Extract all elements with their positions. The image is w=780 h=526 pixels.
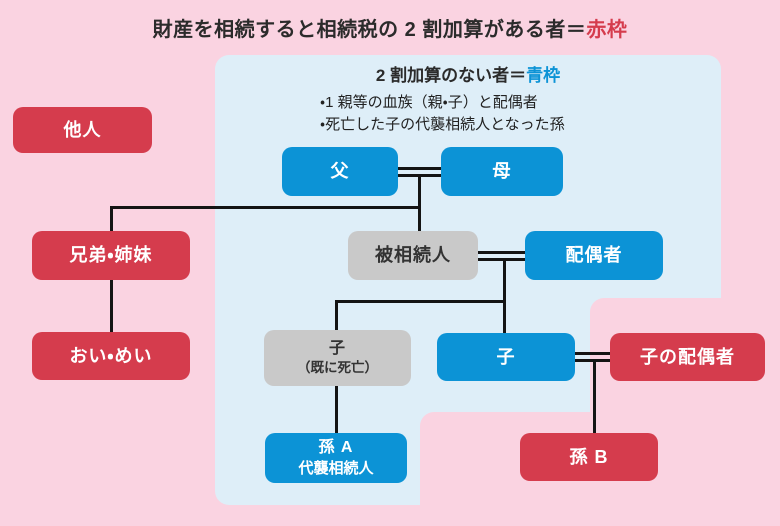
marriage-line-decedent-spouse-top xyxy=(478,251,525,254)
node-spouse: 配偶者 xyxy=(525,231,663,280)
node-father: 父 xyxy=(282,147,398,196)
connector-down-to-siblings xyxy=(110,208,113,232)
marriage-line-child-spouse-bottom xyxy=(575,359,610,362)
node-deceased-child-sublabel: （既に死亡） xyxy=(297,360,378,376)
panel-heading-highlight-blue: 青枠 xyxy=(526,66,561,85)
node-mother: 母 xyxy=(441,147,563,196)
bullet-list: ・1 親等の血族（親・子）と配偶者 ・死亡した子の代襲相続人となった孫 xyxy=(320,92,565,136)
bullet-item: ・死亡した子の代襲相続人となった孫 xyxy=(320,116,565,133)
node-nephews-nieces: おい・めい xyxy=(32,332,190,380)
node-other-person-label: 他人 xyxy=(63,119,102,140)
marriage-line-child-spouse-top xyxy=(575,352,610,355)
node-siblings-label: 兄弟・姉妹 xyxy=(69,245,153,266)
node-siblings: 兄弟・姉妹 xyxy=(32,231,190,280)
node-other-person: 他人 xyxy=(13,107,152,153)
node-child: 子 xyxy=(437,333,575,381)
node-childs-spouse: 子の配偶者 xyxy=(610,333,765,381)
marriage-line-father-mother-bottom xyxy=(398,174,441,177)
connector-decedent-to-children xyxy=(503,261,506,333)
node-deceased-child: 子 （既に死亡） xyxy=(264,330,411,386)
node-grandchild-b: 孫 B xyxy=(520,433,658,481)
connector-parents-to-decedent xyxy=(418,177,421,232)
node-deceased-child-label: 子 xyxy=(328,340,346,358)
page-title-highlight-red: 赤枠 xyxy=(586,19,628,41)
node-grandchild-a-label: 孫 A xyxy=(318,439,354,457)
node-childs-spouse-label: 子の配偶者 xyxy=(640,346,735,367)
node-grandchild-b-label: 孫 B xyxy=(569,446,609,467)
panel-heading-text: 2 割加算のない者＝ xyxy=(375,66,527,85)
marriage-line-decedent-spouse-bottom xyxy=(478,258,525,261)
node-decedent-label: 被相続人 xyxy=(375,245,451,266)
connector-siblings-to-nephews xyxy=(110,280,113,332)
node-grandchild-a-sublabel: 代襲相続人 xyxy=(298,459,374,477)
page-title: 財産を相続すると相続税の 2 割加算がある者＝赤枠 xyxy=(0,13,780,42)
connector-deceased-child-to-grandchild-a xyxy=(335,386,338,433)
connector-siblings-horizontal xyxy=(110,206,421,209)
marriage-line-father-mother-top xyxy=(398,167,441,170)
node-grandchild-a: 孫 A 代襲相続人 xyxy=(265,433,407,483)
connector-down-to-deceased-child xyxy=(335,302,338,330)
node-nephews-nieces-label: おい・めい xyxy=(69,345,153,366)
node-spouse-label: 配偶者 xyxy=(565,245,623,266)
node-child-label: 子 xyxy=(496,346,516,367)
connector-children-horizontal xyxy=(335,300,506,303)
node-father-label: 父 xyxy=(330,161,350,182)
panel-heading: 2 割加算のない者＝青枠 xyxy=(215,61,721,86)
node-mother-label: 母 xyxy=(492,161,512,182)
node-decedent: 被相続人 xyxy=(348,231,478,280)
connector-child-to-grandchild-b xyxy=(593,362,596,433)
bullet-item: ・1 親等の血族（親・子）と配偶者 xyxy=(320,94,538,111)
page-title-text: 財産を相続すると相続税の 2 割加算がある者＝ xyxy=(152,19,587,41)
